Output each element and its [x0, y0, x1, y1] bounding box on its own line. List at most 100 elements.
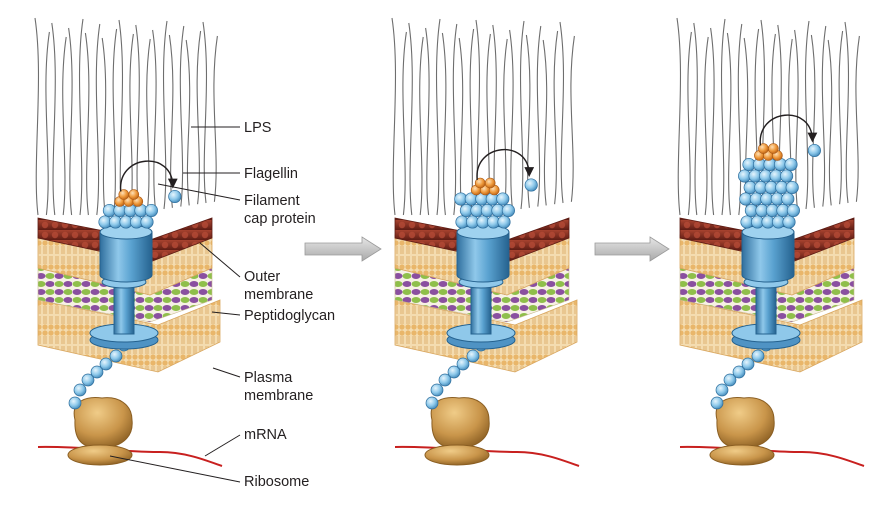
flagellin-subunit [466, 349, 480, 363]
lps-strand [435, 18, 441, 216]
lps-strand [804, 20, 810, 210]
flagellin-subunit [751, 349, 765, 363]
flagellin-subunit [438, 373, 452, 387]
lps-strand [402, 31, 407, 216]
filament-flagellin [782, 215, 796, 229]
lps-strand [391, 17, 397, 216]
export-arrow [476, 149, 535, 181]
flagellin-subunit [81, 373, 95, 387]
flagellar-filament [98, 203, 158, 229]
lps-strand [62, 36, 67, 216]
lps-strand [441, 32, 447, 216]
lps-strand [737, 23, 743, 216]
lps-strand [821, 25, 827, 207]
lps-strand [844, 21, 850, 204]
stage-arrow-2 [594, 236, 670, 262]
filament-flagellin [144, 203, 158, 218]
flagellin-subunit [723, 373, 737, 387]
hook-cylinder [456, 231, 510, 283]
lps-strand [168, 34, 174, 208]
filament-flagellin [501, 203, 515, 218]
flagellin-subunit [99, 357, 113, 371]
lps-strand [720, 18, 726, 216]
lps-strand [693, 22, 698, 216]
lps-strand [710, 27, 715, 216]
filament-flagellin [781, 192, 795, 206]
lps-strand [51, 22, 56, 216]
lps-strand [704, 36, 709, 216]
label-mrna: mRNA [244, 427, 287, 443]
filament-flagellin [497, 215, 511, 229]
basal-rod [113, 281, 135, 335]
flagellin-subunit [715, 383, 729, 397]
flagellin-subunit [447, 365, 461, 379]
free-flagellin [168, 189, 182, 204]
lps-strand [202, 21, 208, 204]
filament-cap-protein [128, 189, 140, 200]
lps-strand [542, 39, 548, 206]
flagellin-subunit [73, 383, 87, 397]
filament-flagellin [785, 180, 799, 195]
flagellin-subunit [109, 349, 123, 363]
lps-strand [185, 39, 191, 206]
stage-1-panel [34, 17, 223, 467]
lps-strand [162, 20, 168, 210]
filament-flagellin [784, 157, 798, 172]
basal-rod [470, 281, 492, 335]
label-flagellin: Flagellin [244, 166, 298, 182]
flagellin-subunit [741, 357, 755, 371]
hook-cylinder [741, 231, 795, 283]
lps-strand [68, 27, 73, 216]
lps-strand [536, 25, 542, 207]
lps-strand [855, 35, 860, 202]
lps-strand [112, 28, 118, 216]
lps-strand [213, 35, 218, 202]
ribosome-small-subunit [424, 444, 490, 466]
export-arrow [759, 114, 818, 146]
hook-cylinder [99, 231, 153, 283]
lps-strand [84, 32, 90, 216]
lps-strand [726, 32, 732, 216]
flagellin-subunit [430, 383, 444, 397]
leader-cap [157, 183, 241, 201]
lps-strand [129, 33, 134, 214]
lps-strand [570, 35, 575, 202]
lps-strand [45, 31, 50, 216]
lps-strand [152, 29, 157, 211]
filament-flagellin [140, 215, 154, 229]
stage-arrow-1 [304, 236, 382, 262]
lps-strand [179, 25, 185, 207]
free-flagellin [807, 143, 821, 158]
lps-strand [408, 22, 413, 216]
lps-strand [419, 36, 424, 216]
lps-strand [553, 30, 559, 205]
flagellin-subunit [425, 396, 439, 410]
ribosome-large-subunit [430, 397, 490, 449]
lps-strands [34, 17, 218, 216]
label-cap-line1: Filament [244, 193, 300, 209]
filament-cap-protein [768, 143, 779, 154]
filament-flagellin [780, 169, 794, 183]
lps-strand [503, 38, 508, 212]
flagellin-subunit [456, 357, 470, 371]
lps-strand [78, 18, 84, 216]
lps-strand [146, 38, 151, 212]
filament-flagellin [496, 192, 510, 206]
export-arrow [120, 160, 178, 192]
label-lps: LPS [244, 120, 271, 136]
ribosome-small-subunit [709, 444, 775, 466]
ribosome-large-subunit [715, 397, 775, 449]
basal-rod [755, 281, 777, 335]
lps-strand [101, 37, 107, 216]
label-outer-line1: Outer [244, 269, 280, 285]
lps-strand [95, 23, 101, 216]
ribosome-small-subunit [67, 444, 133, 466]
label-plasma-line1: Plasma [244, 370, 293, 386]
lps-strand [458, 37, 464, 216]
filament-flagellin [786, 203, 800, 218]
lps-strand [838, 30, 844, 205]
lps-strand [34, 17, 40, 216]
label-cap-line2: cap protein [244, 211, 316, 227]
lps-strand [676, 17, 682, 216]
